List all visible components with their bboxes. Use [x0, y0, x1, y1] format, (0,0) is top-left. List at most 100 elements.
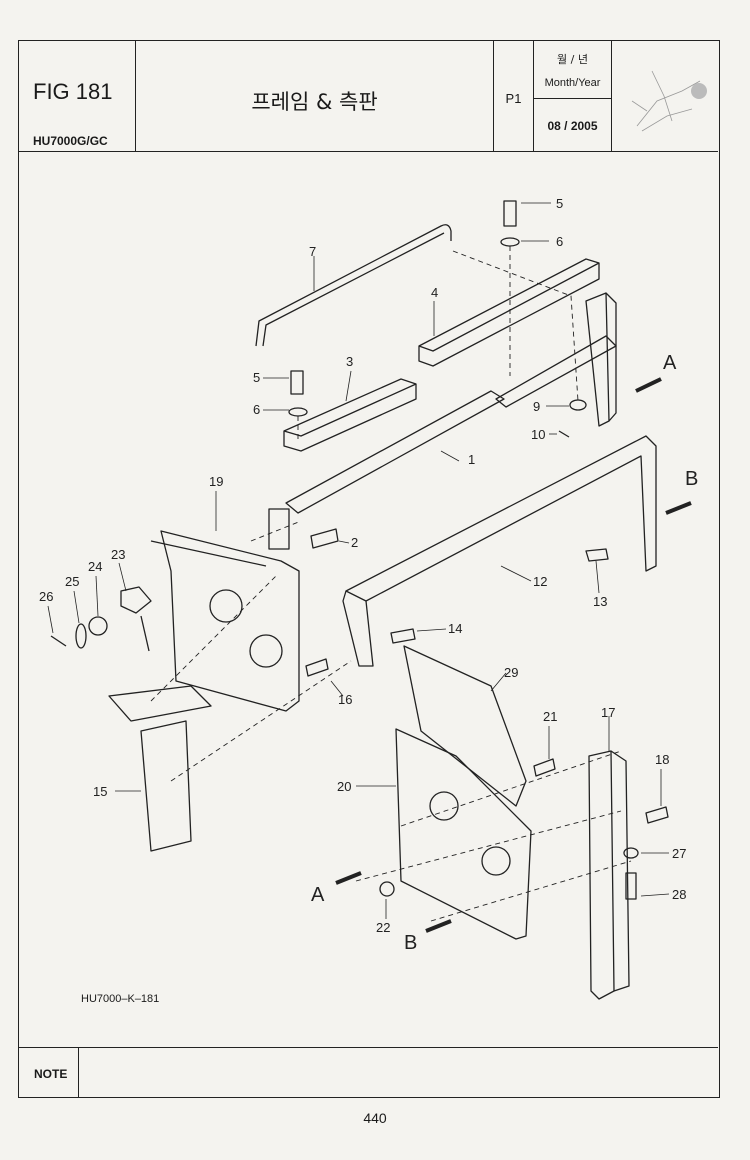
- note-label-cell: NOTE: [19, 1048, 79, 1098]
- date-divider: [534, 98, 611, 99]
- callout-19: 19: [209, 474, 223, 489]
- rod-part-7: [255, 224, 452, 347]
- callout-6-lower: 6: [253, 402, 260, 417]
- tube-part-1-left: [285, 390, 505, 514]
- cross-member-part-12: [345, 435, 657, 602]
- callout-5-lower: 5: [253, 370, 260, 385]
- callout-2: 2: [351, 535, 358, 550]
- callout-18: 18: [655, 752, 669, 767]
- drawing-reference: HU7000–K–181: [81, 993, 160, 1005]
- note-row: NOTE: [19, 1047, 718, 1098]
- latch-part-23: [120, 586, 152, 614]
- bolt-part-28: [625, 872, 637, 900]
- callout-15: 15: [93, 784, 107, 799]
- bracket-part-4-edge: [418, 262, 600, 352]
- connector-label-b-right: B: [685, 468, 698, 490]
- note-label: NOTE: [34, 1067, 68, 1081]
- spring-part-24: [88, 616, 108, 636]
- upright-bracket: [585, 292, 610, 427]
- side-plate-top-edge: [150, 540, 267, 567]
- page-frame: FIG 181 HU7000G/GC 프레임 & 측판 P1 월 / 년 Mon…: [18, 40, 720, 1098]
- plate-hole-2: [249, 634, 283, 668]
- bracket-part-4: [418, 258, 600, 367]
- callout-14: 14: [448, 621, 462, 636]
- bracket-part-15-top: [108, 685, 212, 722]
- model-label: HU7000G/GC: [33, 134, 108, 148]
- arrow-a-right: [635, 377, 662, 393]
- cross-member-flange: [342, 590, 374, 667]
- tube-part-1-right: [495, 335, 617, 408]
- washer-part-6-upper: [500, 237, 520, 247]
- cover-part-29: [403, 645, 527, 807]
- callout-5-upper: 5: [556, 196, 563, 211]
- washer-part-25: [75, 623, 87, 649]
- rod-part-7-edge: [262, 232, 445, 347]
- side-plate-part-20: [395, 728, 532, 940]
- bracket-part-3: [283, 378, 417, 452]
- callout-9: 9: [533, 399, 540, 414]
- washer-part-6-lower: [288, 407, 308, 417]
- callout-16: 16: [338, 692, 352, 707]
- callout-26: 26: [39, 589, 53, 604]
- plate-hole-1: [209, 589, 243, 623]
- connector-label-b-left: B: [404, 932, 417, 954]
- header-block: FIG 181 HU7000G/GC 프레임 & 측판 P1 월 / 년 Mon…: [19, 41, 718, 152]
- tube-flange-left: [268, 508, 290, 550]
- callout-4: 4: [431, 285, 438, 300]
- figure-label: FIG 181: [33, 79, 113, 104]
- figure-cell: FIG 181 HU7000G/GC: [19, 41, 136, 151]
- washer-part-9: [569, 399, 587, 411]
- channel-part-17: [588, 750, 615, 1000]
- bolt-part-16: [305, 658, 329, 677]
- month-year-korean: 월 / 년: [557, 53, 588, 66]
- bolt-part-2: [310, 528, 339, 549]
- pin-part-23: [140, 615, 150, 652]
- upright-bracket-edge: [605, 292, 617, 422]
- bolt-part-13: [585, 548, 609, 562]
- callout-27: 27: [672, 846, 686, 861]
- plate-hole-4: [481, 846, 511, 876]
- arrow-b-right: [665, 501, 692, 515]
- month-year-english: Month/Year: [544, 77, 601, 89]
- exploded-diagram: 1 2 3 4 5 5 6 6 7 9 10 12 13 14 15 16 17…: [39, 196, 698, 1000]
- bolt-part-5-lower: [290, 370, 304, 395]
- plate-hole-3: [429, 791, 459, 821]
- callout-3: 3: [346, 354, 353, 369]
- bolt-part-21: [533, 758, 556, 777]
- bolt-part-5-upper: [503, 200, 517, 227]
- connector-label-a-right: A: [663, 352, 677, 374]
- callout-24: 24: [88, 559, 102, 574]
- washer-part-27: [623, 847, 639, 859]
- bracket-part-3-edge: [283, 383, 417, 437]
- arrow-a-left: [335, 871, 362, 885]
- arrow-b-left: [425, 919, 452, 933]
- bracket-part-15-body: [140, 720, 192, 852]
- pin-part-26: [50, 635, 67, 647]
- callout-12: 12: [533, 574, 547, 589]
- callout-10: 10: [531, 427, 545, 442]
- callout-22: 22: [376, 920, 390, 935]
- date-cell: 월 / 년 Month/Year 08 / 2005: [534, 41, 612, 151]
- logo-cell: [612, 41, 718, 151]
- callout-21: 21: [543, 709, 557, 724]
- page-number: 440: [363, 1110, 387, 1126]
- callout-25: 25: [65, 574, 79, 589]
- callout-28: 28: [672, 887, 686, 902]
- figure-title: 프레임 & 측판: [251, 90, 378, 114]
- callout-13: 13: [593, 594, 607, 609]
- connector-label-a-left: A: [311, 884, 325, 906]
- side-plate-part-19: [160, 530, 300, 712]
- callout-17: 17: [601, 705, 615, 720]
- bolt-part-14: [390, 628, 416, 644]
- pin-part-10: [558, 430, 570, 438]
- callout-23: 23: [111, 547, 125, 562]
- callout-20: 20: [337, 779, 351, 794]
- callout-7: 7: [309, 244, 316, 259]
- page-label: P1: [505, 91, 522, 106]
- bolt-part-18: [645, 806, 669, 824]
- stamp-icon: [631, 70, 707, 132]
- title-cell: 프레임 & 측판: [136, 41, 494, 151]
- revision-date: 08 / 2005: [547, 119, 598, 133]
- callout-1: 1: [468, 452, 475, 467]
- callout-6-upper: 6: [556, 234, 563, 249]
